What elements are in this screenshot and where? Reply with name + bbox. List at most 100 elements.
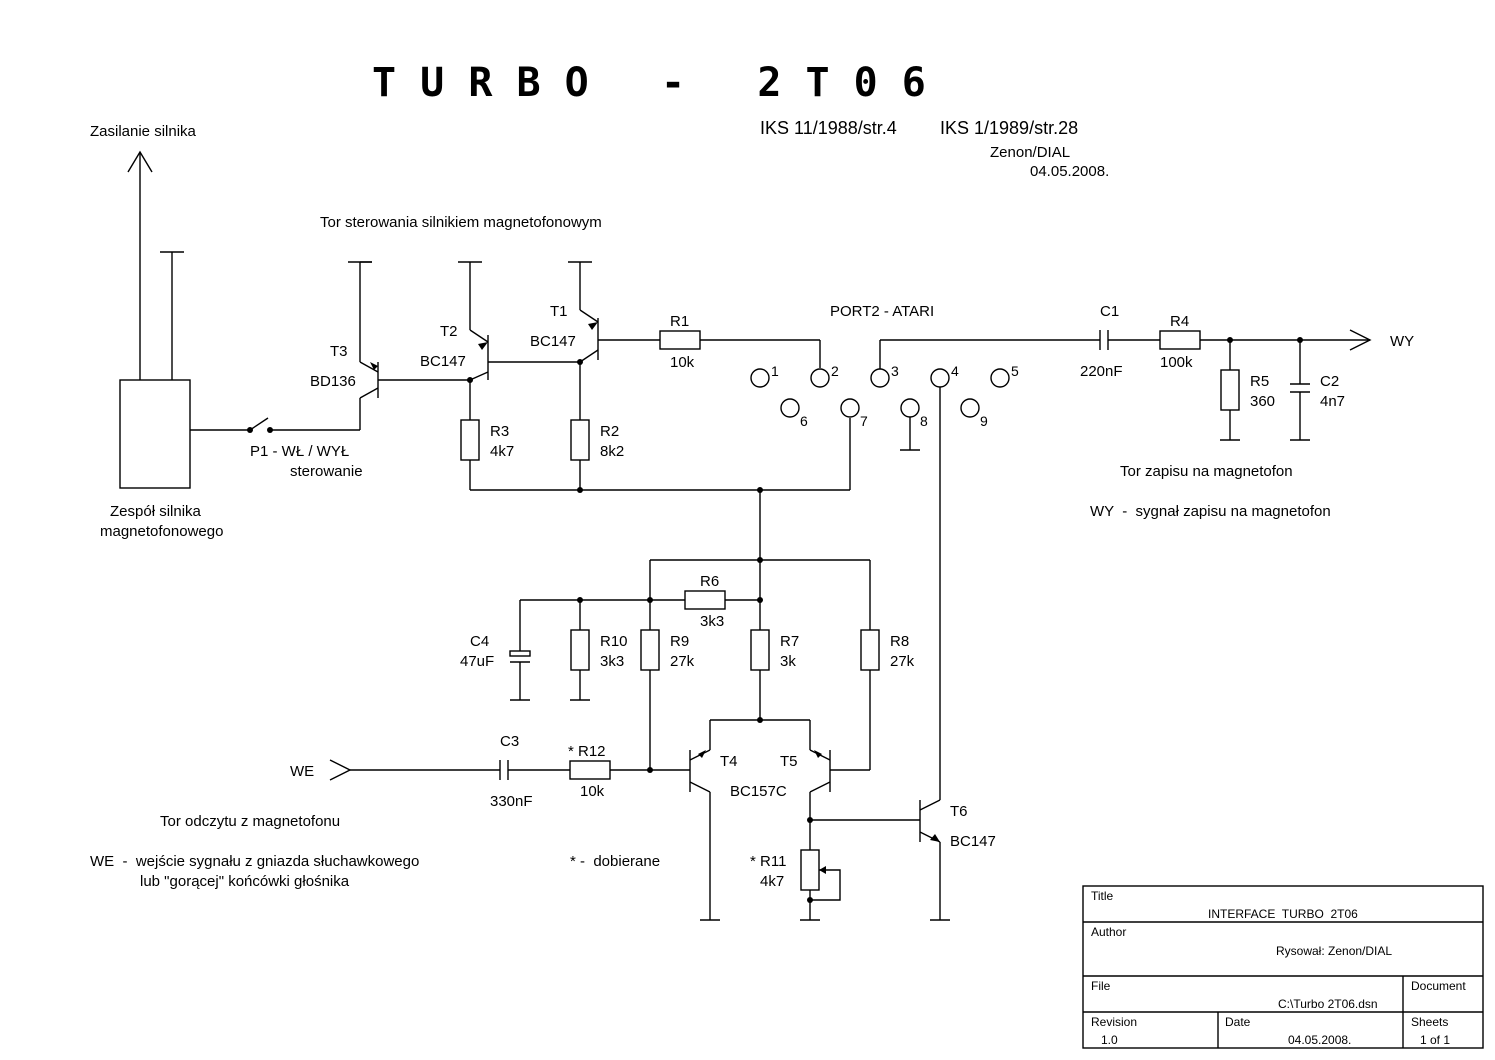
transistor-t5 — [809, 720, 831, 850]
t2-label: T2 — [440, 323, 458, 340]
resistor-r8 — [860, 629, 880, 671]
title-block-date-label: Date — [1225, 1015, 1251, 1029]
read-path-description-2: lub "gorącej" końcówki głośnika — [140, 873, 350, 890]
r1-value: 10k — [670, 354, 695, 371]
port-pin-1 — [750, 368, 770, 388]
title-block-sheets-value: 1 of 1 — [1420, 1033, 1450, 1047]
r10-label: R10 — [600, 633, 628, 650]
motor-control-label: Tor sterowania silnikiem magnetofonowym — [320, 214, 602, 231]
write-path-description: WY - sygnał zapisu na magnetofon — [1090, 503, 1331, 520]
read-path-description-1: WE - wejście sygnału z gniazda słuchawko… — [90, 853, 419, 870]
capacitor-c2 — [1290, 383, 1310, 393]
transistor-t4 — [689, 720, 720, 921]
r12-value: 10k — [580, 783, 605, 800]
r11-label: * R11 — [750, 853, 786, 870]
port-pin-4 — [930, 368, 950, 388]
r2-value: 8k2 — [600, 443, 624, 460]
c4-label: C4 — [470, 633, 489, 650]
port-label: PORT2 - ATARI — [830, 303, 934, 320]
capacitor-c4 — [509, 650, 531, 663]
r10-value: 3k3 — [600, 653, 624, 670]
pin-number: 5 — [1011, 363, 1019, 379]
r9-value: 27k — [670, 653, 695, 670]
reference-1: IKS 11/1988/str.4 — [760, 118, 897, 138]
t4-label: T4 — [720, 753, 738, 770]
title-block-document-label: Document — [1411, 979, 1466, 993]
c1-label: C1 — [1100, 303, 1119, 320]
t5-label: T5 — [780, 753, 798, 770]
t6-value: BC147 — [950, 833, 996, 850]
r5-label: R5 — [1250, 373, 1269, 390]
resistor-r1 — [659, 330, 701, 350]
title-block-title-label: Title — [1091, 889, 1114, 903]
resistor-r6 — [684, 590, 726, 610]
transistor-t1 — [568, 261, 599, 363]
write-path-label: Tor zapisu na magnetofon — [1120, 463, 1293, 480]
t3-label: T3 — [330, 343, 348, 360]
port-pin-5 — [990, 368, 1010, 388]
t6-label: T6 — [950, 803, 968, 820]
title-block-file-value: C:\Turbo 2T06.dsn — [1278, 997, 1378, 1011]
title-block-revision-label: Revision — [1091, 1015, 1137, 1029]
selected-note: * - dobierane — [570, 853, 660, 870]
header-author: Zenon/DIAL — [990, 144, 1070, 161]
capacitor-c3 — [499, 760, 509, 780]
title-block-file-label: File — [1091, 979, 1111, 993]
read-path-label: Tor odczytu z magnetofonu — [160, 813, 340, 830]
r8-label: R8 — [890, 633, 909, 650]
title-block-sheets-label: Sheets — [1411, 1015, 1448, 1029]
pin-number: 3 — [891, 363, 899, 379]
switch-p1-label: P1 - WŁ / WYŁ — [250, 443, 349, 460]
r5-value: 360 — [1250, 393, 1275, 410]
power-label: Zasilanie silnika — [90, 123, 197, 140]
resistor-r10 — [570, 629, 590, 671]
port-pin-6 — [780, 398, 800, 418]
t2-value: BC147 — [420, 353, 466, 370]
input-label: WE — [290, 763, 314, 780]
resistor-r9 — [640, 629, 660, 671]
pin-number: 1 — [771, 363, 779, 379]
r7-label: R7 — [780, 633, 799, 650]
r12-label: * R12 — [568, 743, 606, 760]
resistor-r4 — [1159, 330, 1201, 350]
resistor-r3 — [460, 419, 480, 461]
title-block-title-value: INTERFACE TURBO 2T06 — [1208, 907, 1358, 921]
r6-value: 3k3 — [700, 613, 724, 630]
resistor-r7 — [750, 629, 770, 671]
pin-number: 4 — [951, 363, 959, 379]
r6-label: R6 — [700, 573, 719, 590]
r11-value: 4k7 — [760, 873, 784, 890]
pin-number: 7 — [860, 413, 868, 429]
c3-label: C3 — [500, 733, 519, 750]
transistor-t2 — [458, 261, 489, 381]
title-block-date-value: 04.05.2008. — [1288, 1033, 1351, 1047]
c2-label: C2 — [1320, 373, 1339, 390]
motor-unit-label-1: Zespół silnika — [110, 503, 202, 520]
c2-value: 4n7 — [1320, 393, 1345, 410]
port-pin-3 — [870, 368, 890, 388]
pin-number: 2 — [831, 363, 839, 379]
output-label: WY — [1390, 333, 1414, 350]
motor-unit-box — [119, 379, 191, 489]
port2-connector: 1 2 3 4 5 6 7 8 9 — [750, 363, 1019, 429]
pin-number: 6 — [800, 413, 808, 429]
r2-label: R2 — [600, 423, 619, 440]
schematic-title: T U R B O - 2 T 0 6 — [372, 60, 926, 106]
t3-value: BD136 — [310, 373, 356, 390]
resistor-r12 — [569, 760, 611, 780]
t4-t5-value: BC157C — [730, 783, 787, 800]
reference-2: IKS 1/1989/str.28 — [940, 118, 1078, 138]
pin-number: 9 — [980, 413, 988, 429]
header-date: 04.05.2008. — [1030, 163, 1109, 180]
pin-number: 8 — [920, 413, 928, 429]
potentiometer-r11 — [800, 849, 841, 901]
r8-value: 27k — [890, 653, 915, 670]
port-pin-7 — [840, 398, 860, 418]
resistor-r5 — [1220, 369, 1240, 411]
title-block-author-value: Rysował: Zenon/DIAL — [1276, 944, 1392, 958]
port-pin-9 — [960, 398, 980, 418]
motor-unit-label-2: magnetofonowego — [100, 523, 223, 540]
r9-label: R9 — [670, 633, 689, 650]
r3-label: R3 — [490, 423, 509, 440]
